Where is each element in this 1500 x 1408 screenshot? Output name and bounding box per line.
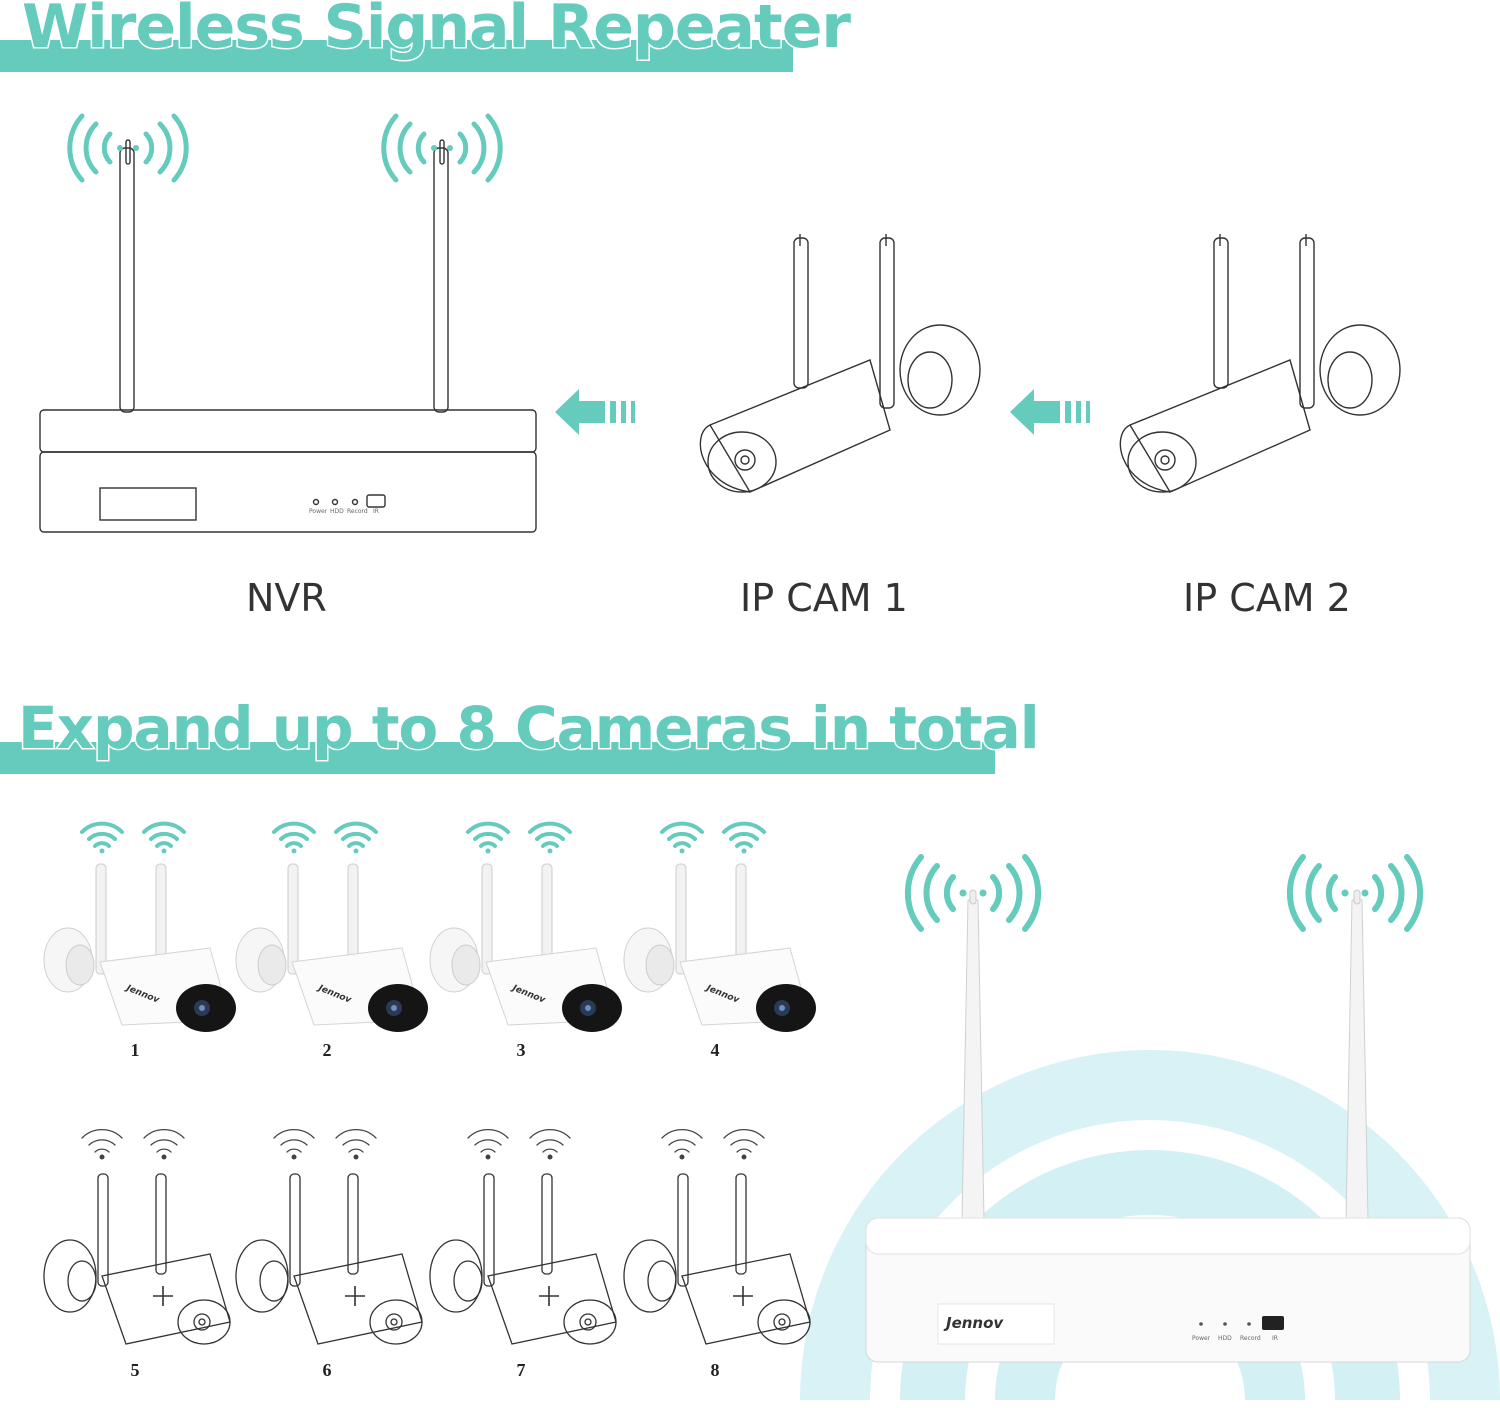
wifi-signal-icon	[67, 113, 189, 183]
wifi-signal-icon	[723, 1129, 765, 1153]
camera-number: 7	[516, 1360, 526, 1380]
wifi-signal-icon	[273, 1129, 315, 1153]
plus-icon	[345, 1286, 365, 1306]
ip-cam-1-illustration	[699, 234, 981, 493]
indicator-ir-label: IR	[373, 508, 379, 515]
camera-slot-8: 8	[620, 1126, 820, 1386]
wifi-signal-icon	[661, 1129, 703, 1153]
camera-photo: Jennov	[43, 821, 236, 1032]
wifi-signal-icon	[660, 821, 704, 848]
arrow-left-icon	[555, 389, 635, 435]
indicator-power-label: Power	[1192, 1335, 1211, 1342]
camera-photo: Jennov	[235, 821, 428, 1032]
indicator-record-label: Record	[347, 508, 368, 515]
camera-slot-7: 7	[426, 1126, 626, 1386]
camera-photo: Jennov	[623, 821, 816, 1032]
camera-outline	[235, 1129, 423, 1345]
camera-number: 3	[516, 1040, 526, 1060]
camera-slot-5: 5	[40, 1126, 240, 1386]
wifi-signal-icon	[466, 821, 510, 848]
wifi-signal-icon	[81, 1129, 123, 1153]
section1-title-bar	[0, 40, 793, 72]
wifi-signal-icon	[272, 821, 316, 848]
camera-item-1: Jennov 1	[40, 820, 240, 1060]
ip-cam-2-illustration	[1119, 234, 1401, 493]
camera-item-2: Jennov 2	[232, 820, 432, 1060]
ip-cam-1-label: IP CAM 1	[740, 576, 908, 620]
camera-outline	[43, 1129, 231, 1345]
camera-number: 5	[130, 1360, 140, 1380]
plus-icon	[153, 1286, 173, 1306]
nvr-outline-illustration: Power HDD Record IR	[39, 139, 537, 533]
camera-slot-6: 6	[232, 1126, 432, 1386]
indicator-record-label: Record	[1240, 1335, 1261, 1342]
wifi-signal-icon	[335, 1129, 377, 1153]
indicator-hdd-label: HDD	[330, 508, 344, 515]
plus-icon	[733, 1286, 753, 1306]
ip-cam-2-label: IP CAM 2	[1183, 576, 1351, 620]
camera-item-4: Jennov 4	[620, 820, 820, 1060]
camera-number: 8	[710, 1360, 720, 1380]
wifi-signal-icon	[334, 821, 378, 848]
wifi-signal-icon	[142, 821, 186, 848]
wifi-signal-icon	[722, 821, 766, 848]
wifi-signal-icon	[1286, 854, 1424, 932]
indicator-power-label: Power	[309, 508, 328, 515]
section1-title: Wireless Signal Repeater	[21, 0, 853, 64]
camera-number: 6	[322, 1360, 332, 1380]
camera-outline	[429, 1129, 617, 1345]
camera-number: 4	[710, 1040, 720, 1060]
section2-title: Expand up to 8 Cameras in total	[17, 693, 1042, 764]
camera-number: 1	[130, 1040, 140, 1060]
brand-logo: Jennov	[943, 1314, 1004, 1332]
section2-title-bar	[0, 742, 995, 774]
camera-item-3: Jennov 3	[426, 820, 626, 1060]
arrow-left-icon	[1010, 389, 1090, 435]
wifi-signal-icon	[143, 1129, 185, 1153]
wifi-signal-icon	[528, 821, 572, 848]
camera-outline	[623, 1129, 811, 1345]
wifi-signal-icon	[529, 1129, 571, 1153]
indicator-hdd-label: HDD	[1218, 1335, 1232, 1342]
indicator-ir-label: IR	[1272, 1335, 1278, 1342]
camera-photo: Jennov	[429, 821, 622, 1032]
camera-number: 2	[322, 1040, 332, 1060]
wifi-signal-icon	[904, 854, 1042, 932]
wifi-signal-icon	[80, 821, 124, 848]
plus-icon	[539, 1286, 559, 1306]
nvr-product-photo: Jennov Power HDD Record IR	[865, 889, 1471, 1363]
wifi-signal-icon	[381, 113, 503, 183]
wifi-signal-icon	[467, 1129, 509, 1153]
nvr-label: NVR	[246, 576, 327, 620]
